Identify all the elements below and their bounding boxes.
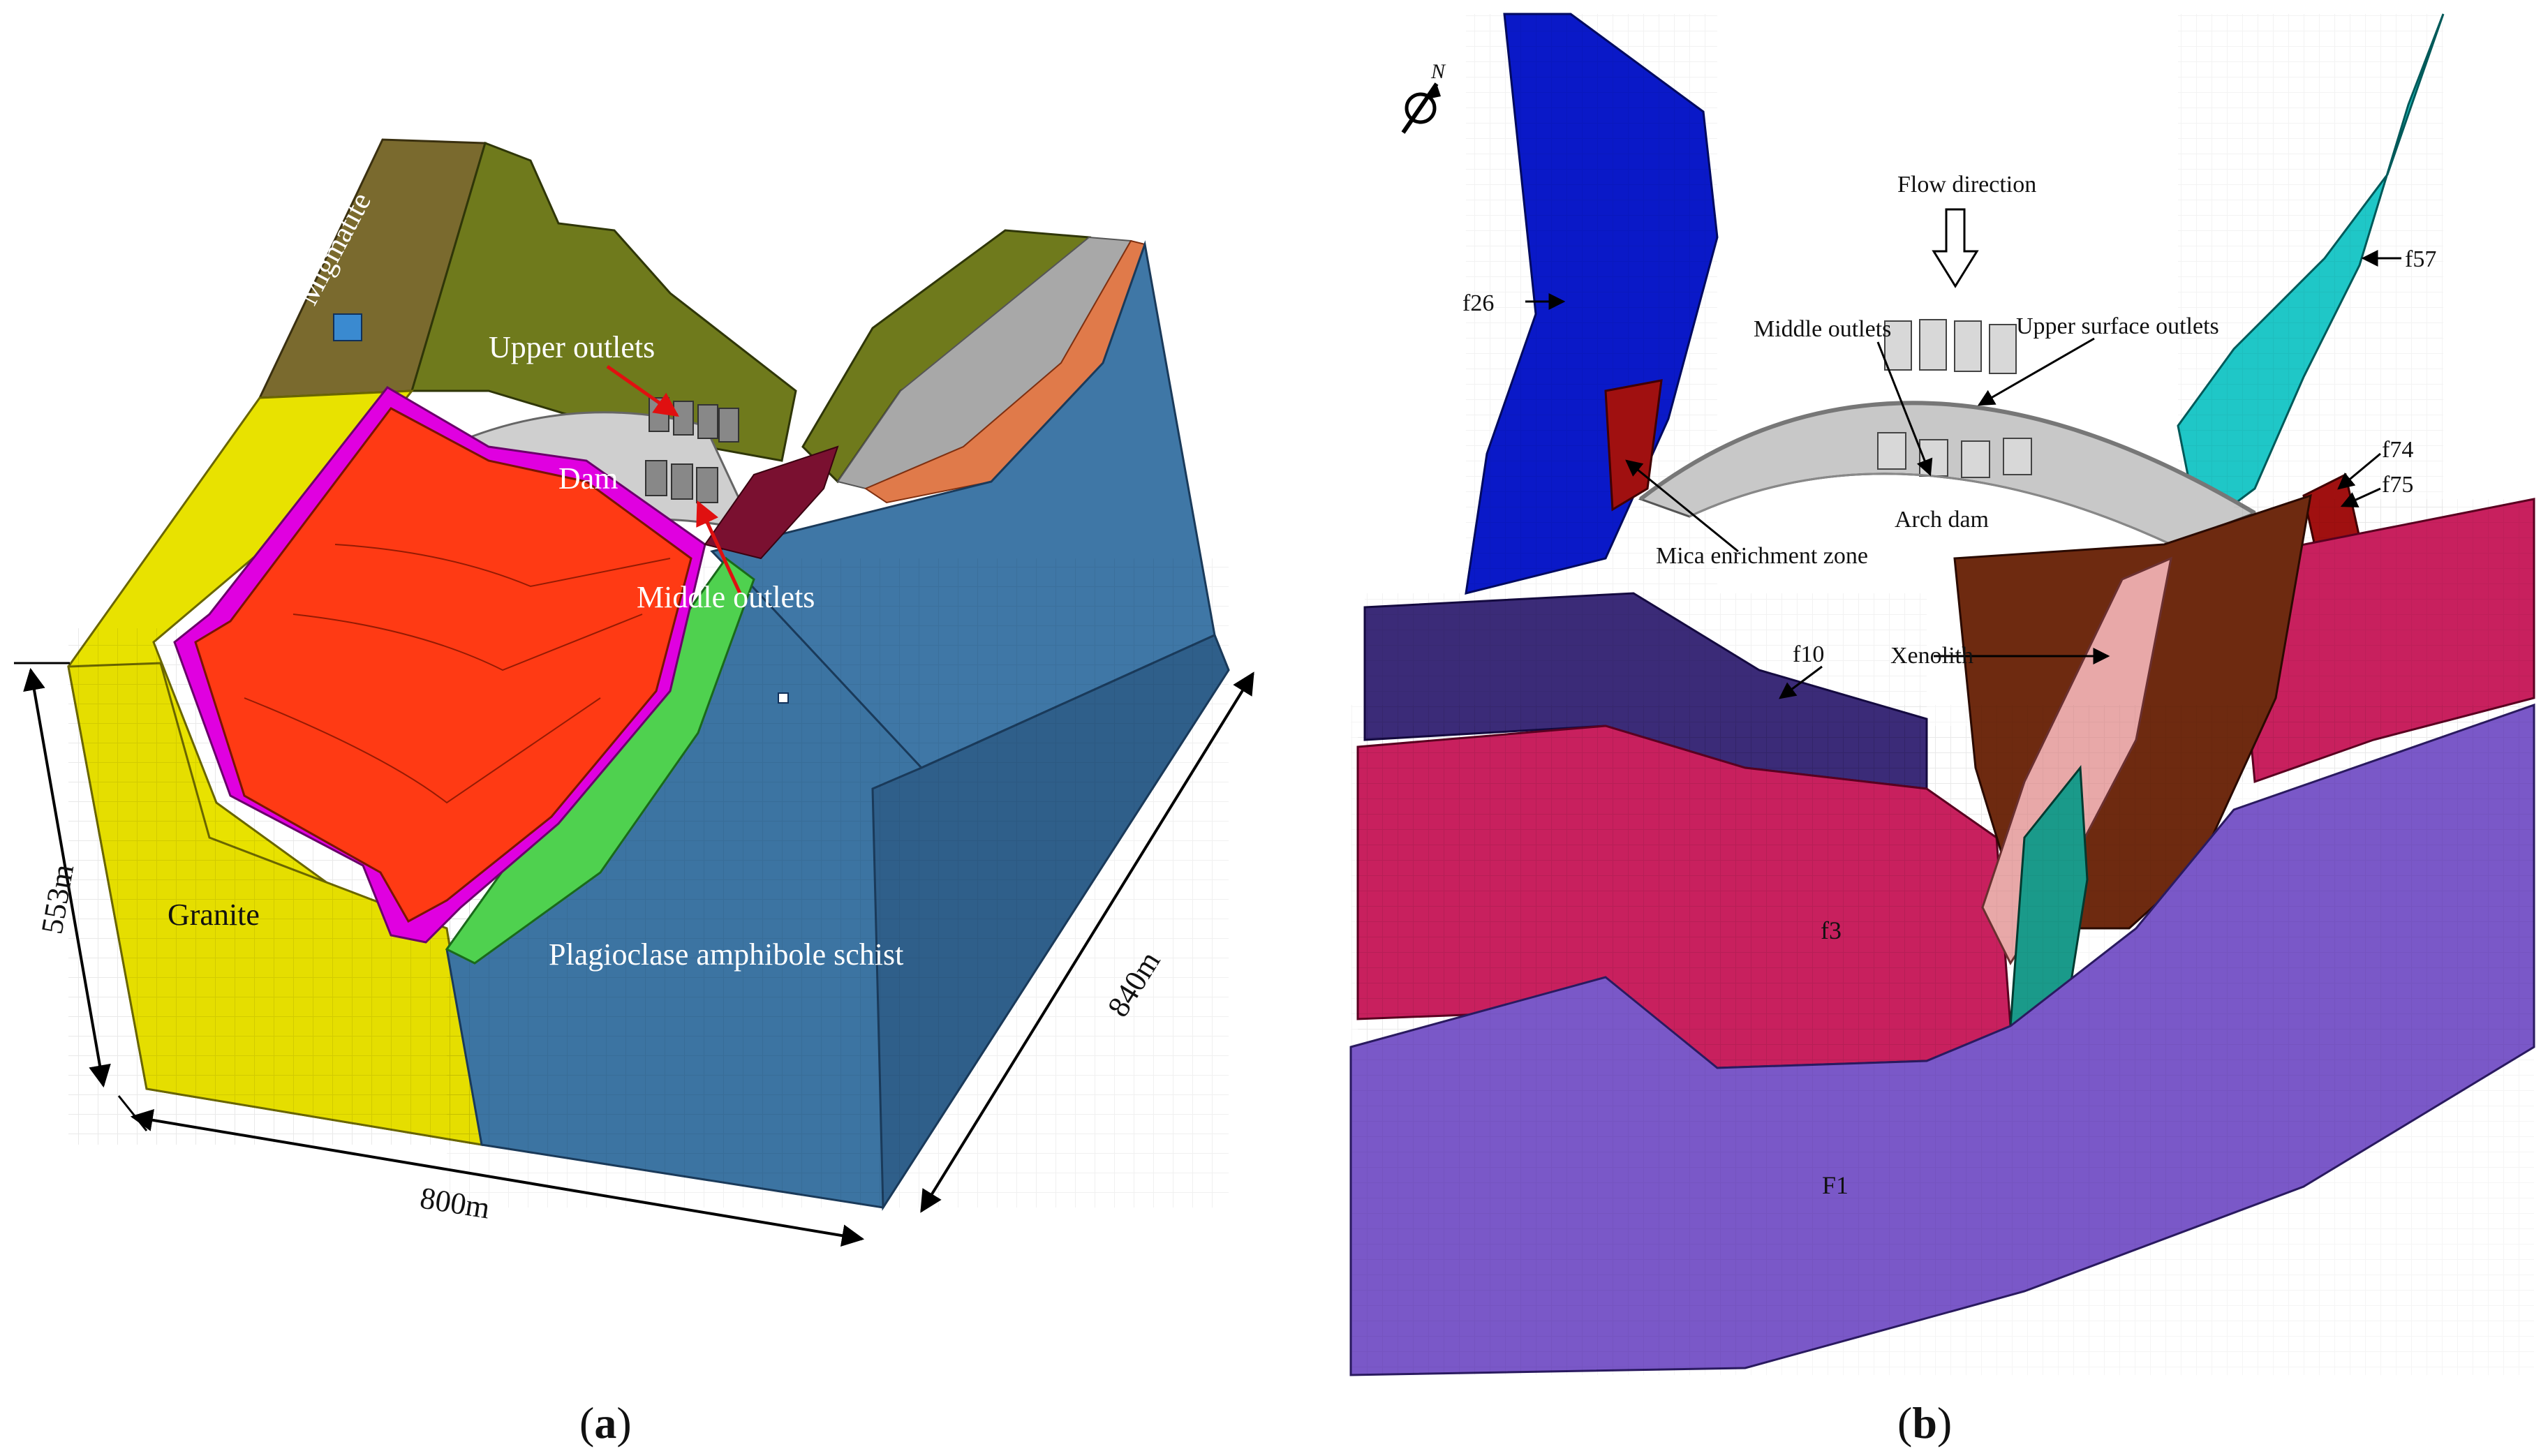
pointer-middle-outlets: [1876, 341, 1933, 477]
label-f74: f74: [2382, 437, 2413, 463]
dimension-width-tick-left: [117, 1095, 148, 1131]
label-arch-dam: Arch dam: [1895, 507, 1989, 533]
marker-square-blue: [333, 313, 362, 341]
caption-a: (a): [579, 1398, 632, 1448]
caption-b: (b): [1897, 1398, 1952, 1448]
label-flow-direction: Flow direction: [1897, 172, 2036, 198]
marker-square-white: [778, 692, 789, 704]
panel-a-geological-model: Migmatite Upper outlets Dam Middle outle…: [14, 138, 1254, 1448]
caption-a-letter: a: [594, 1398, 616, 1448]
label-f75: f75: [2382, 472, 2413, 498]
label-middle-outlets-b: Middle outlets: [1754, 316, 1891, 342]
pointer-mica-zone: [1625, 459, 1739, 553]
svg-text:(a): (a): [579, 1398, 632, 1448]
label-middle-outlets: Middle outlets: [637, 580, 815, 614]
arch-dam-crest: [1639, 401, 2256, 515]
label-upper-outlets: Upper outlets: [489, 330, 655, 364]
caption-b-open: (: [1897, 1398, 1912, 1448]
fault-f57-mesh: [2178, 14, 2443, 530]
caption-a-close: ): [616, 1398, 631, 1448]
label-xenolith: Xenolith: [1890, 643, 1973, 669]
middle-outlets-arrow: [696, 500, 742, 595]
fault-F1-mesh: [1351, 705, 2534, 1375]
dimension-depth-line: [920, 671, 1254, 1213]
caption-b-close: ): [1937, 1398, 1952, 1448]
label-f57: f57: [2405, 246, 2436, 272]
pointer-f10: [1779, 665, 1823, 699]
red-slope-benches: [244, 544, 671, 804]
pointer-f74: [2337, 452, 2381, 490]
label-F1: F1: [1822, 1171, 1849, 1199]
red-excavation-slope: [194, 407, 692, 923]
dimension-height-line: [23, 667, 111, 1088]
label-granite: Granite: [168, 898, 260, 932]
arch-dam-outlets: [1877, 319, 2032, 478]
label-f10: f10: [1793, 641, 1824, 667]
label-upper-surface-outlets: Upper surface outlets: [2016, 313, 2219, 339]
flow-direction-arrow-icon: [1932, 208, 1979, 288]
pointer-f75: [2340, 487, 2381, 507]
north-arrow-icon: N: [1401, 60, 1446, 134]
pointer-upper-surface-outlets: [1977, 337, 2095, 406]
label-mica-zone: Mica enrichment zone: [1656, 543, 1868, 569]
arch-dam-hatch: [1689, 473, 2172, 546]
label-dam: Dam: [558, 461, 618, 496]
label-f3: f3: [1821, 916, 1842, 944]
dimension-width-line: [130, 1108, 865, 1247]
north-label: N: [1430, 60, 1446, 83]
label-schist: Plagioclase amphibole schist: [549, 937, 903, 972]
svg-text:(b): (b): [1897, 1398, 1952, 1448]
label-f26: f26: [1462, 290, 1494, 316]
upper-outlets-arrow: [606, 364, 679, 417]
caption-a-open: (: [579, 1398, 594, 1448]
panel-b-fault-model: N Flow direction f26 f57 f74 f75 Middle …: [1349, 13, 2535, 1448]
caption-b-letter: b: [1912, 1398, 1937, 1448]
maroon-patch: [704, 445, 839, 560]
